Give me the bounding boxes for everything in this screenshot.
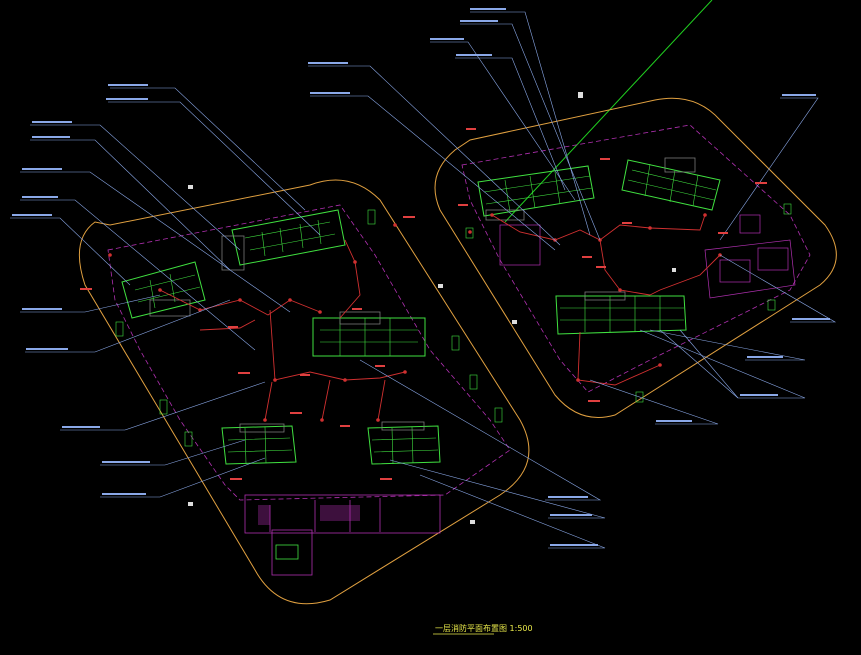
left-building-details — [134, 219, 439, 465]
drawing-title: 一层消防平面布置图 1:500 — [435, 623, 533, 633]
left-site-boundary — [78, 179, 530, 605]
building-g — [621, 159, 721, 211]
left-leader-lines — [10, 87, 606, 549]
left-red-line — [107, 204, 511, 501]
left-north-marks — [188, 185, 475, 524]
building-b — [121, 261, 206, 319]
building-e — [367, 425, 441, 465]
right-buildings — [477, 159, 721, 335]
right-north-marks — [512, 92, 676, 324]
left-podium-fill — [258, 505, 360, 525]
right-parking-markers — [465, 203, 792, 403]
left-parking-markers — [115, 209, 503, 447]
left-site — [10, 84, 606, 605]
right-leader-tags — [308, 8, 830, 422]
right-side-rooms — [499, 214, 796, 299]
right-red-tags — [458, 128, 767, 402]
right-site — [308, 8, 837, 425]
right-hydrants — [468, 213, 722, 382]
left-podium — [244, 494, 441, 576]
right-building-details — [483, 163, 717, 332]
left-buildings — [121, 209, 441, 465]
left-pipe-network — [159, 239, 406, 421]
right-red-line — [461, 124, 811, 393]
building-h — [555, 295, 687, 335]
left-red-tags — [80, 216, 415, 480]
right-grey-blocks — [485, 157, 696, 301]
building-d — [221, 425, 297, 465]
building-a — [231, 209, 346, 266]
left-leader-tags — [12, 84, 598, 546]
left-hydrants — [108, 223, 407, 422]
right-site-boundary — [434, 97, 837, 418]
building-c — [312, 317, 426, 357]
green-axis-line — [504, 0, 713, 223]
building-f — [477, 165, 595, 217]
right-leader-lines — [308, 11, 837, 425]
